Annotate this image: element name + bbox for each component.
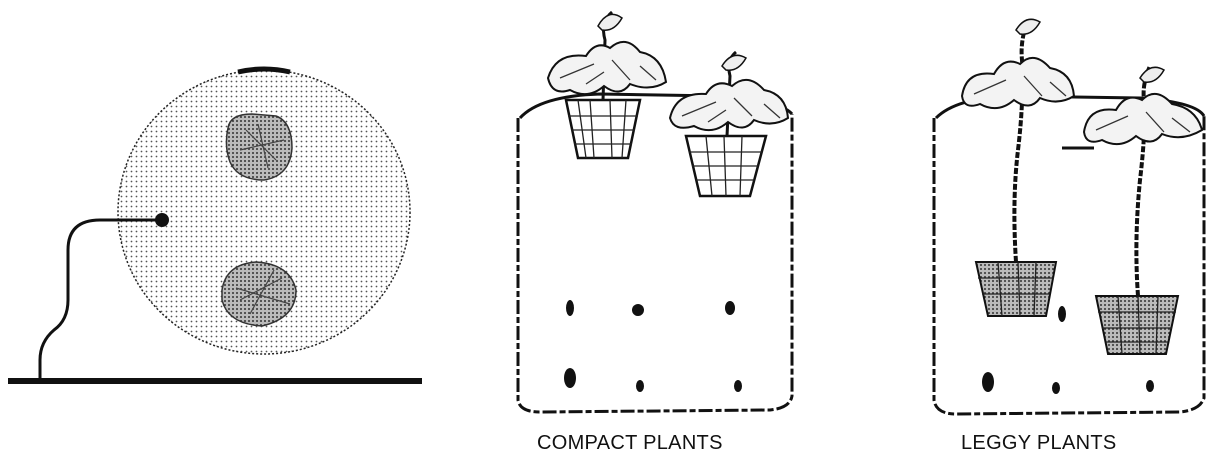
ground-line bbox=[8, 378, 422, 384]
leggy-pot-right bbox=[1084, 66, 1202, 354]
compact-pot-right bbox=[670, 52, 788, 196]
drainage-holes bbox=[564, 300, 742, 392]
compact-plants-panel bbox=[518, 12, 792, 412]
pot-top-view-lower bbox=[222, 262, 296, 326]
container-outline bbox=[934, 96, 1204, 414]
leggy-plants-panel bbox=[934, 19, 1204, 414]
leggy-pot-left bbox=[962, 19, 1074, 316]
pot-top-view-upper bbox=[226, 114, 292, 180]
caption-compact-plants: COMPACT PLANTS bbox=[537, 432, 723, 455]
sensor-point bbox=[155, 213, 169, 227]
compact-pot-left bbox=[548, 12, 666, 158]
top-view-panel bbox=[8, 69, 422, 384]
caption-leggy-plants: LEGGY PLANTS bbox=[961, 432, 1117, 455]
